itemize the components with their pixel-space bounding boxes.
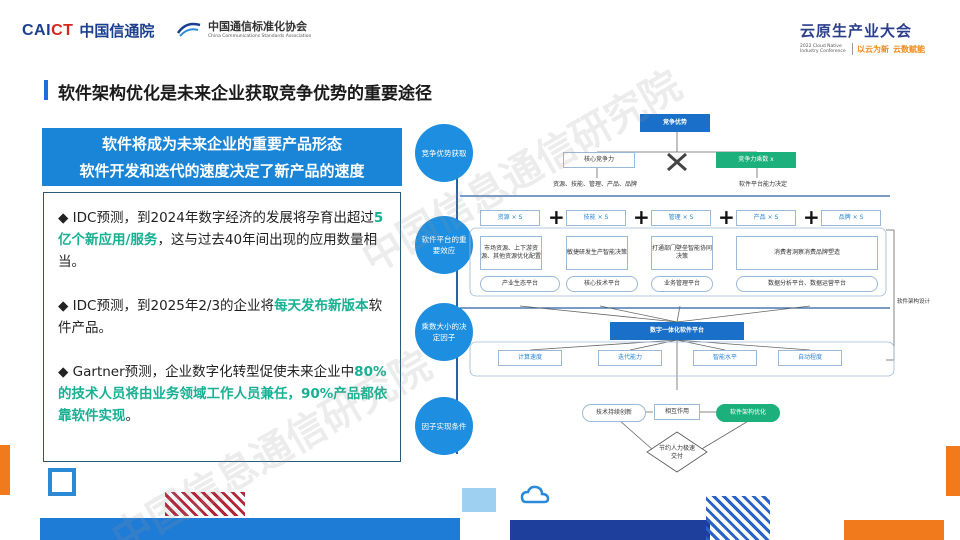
node-platform-capability: 软件平台能力决定 <box>723 178 803 192</box>
plus-sign: + <box>803 205 820 229</box>
detail-management: 打通部门壁垒智能协同决策 <box>651 236 713 270</box>
bullet-3-text: ◆ Gartner预测，企业数字化转型促使未来企业中 <box>58 364 355 380</box>
left-panel-header: 软件将成为未来企业的重要产品形态 软件开发和迭代的速度决定了新产品的速度 <box>42 128 402 186</box>
bullet-3-text-end: 。 <box>125 408 140 424</box>
event-title: 云原生产业大会 <box>800 22 913 40</box>
multiplier-iteration: 迭代能力 <box>598 350 662 366</box>
node-digital-platform: 数字一体化软件平台 <box>610 322 744 340</box>
ccsa-emblem-icon <box>176 22 201 37</box>
blue-square-deco <box>48 468 76 496</box>
page-title: 软件架构优化是未来企业获取竞争优势的重要途径 <box>58 84 432 104</box>
caict-logo: CAICT 中国信通院 <box>22 20 154 41</box>
plus-sign: + <box>633 205 650 229</box>
event-slogan-2: 云数赋能 <box>893 44 925 54</box>
caict-logo-text-a: CAI <box>22 21 52 39</box>
factor-management: 管理 × S <box>651 210 711 226</box>
bullet-2-text: ◆ IDC预测，到2025年2/3的企业将 <box>58 298 275 314</box>
event-slogan-1: 以云为新 <box>857 44 889 54</box>
bullet-1-text-end: ，这与过去40年间出现的应用数量相当。 <box>58 232 378 270</box>
multiplier-compute-speed: 计算速度 <box>498 350 562 366</box>
bullet-1-text: ◆ IDC预测，到2024年数字经济的发展将孕育出超过 <box>58 210 374 226</box>
bullet-1-highlight: 5亿个新应用/服务 <box>58 210 384 248</box>
hatch-deco-red <box>165 492 245 516</box>
orange-band-deco <box>844 520 944 540</box>
label-arch-design: 软件架构设计 <box>897 299 931 305</box>
factor-brand: 品牌 × S <box>821 210 881 226</box>
multiplier-automation: 自动程度 <box>778 350 842 366</box>
platform-data: 数据分析平台、数据运营平台 <box>736 276 878 292</box>
ccsa-logo: 中国通信标准化协会 China Communications Standards… <box>176 18 311 39</box>
title-accent-bar <box>44 80 48 100</box>
factor-resources: 资源 × S <box>480 210 540 226</box>
bullet-2-text-end: 软件产品。 <box>58 298 383 336</box>
navy-band-deco <box>510 520 710 540</box>
multiplier-intelligence: 智能水平 <box>693 350 757 366</box>
platform-business: 业务管理平台 <box>651 276 713 292</box>
event-logo: 云原生产业大会 2022 Cloud Native Industry Confe… <box>800 20 940 55</box>
bullet-2: ◆ IDC预测，到2025年2/3的企业将每天发布新版本软件产品。 <box>58 295 394 339</box>
detail-consumers: 消费者洞察消费品牌塑造 <box>736 236 878 270</box>
bullet-2-highlight: 每天发布新版本 <box>274 298 369 314</box>
condition-architecture: 软件架构优化 <box>716 404 780 422</box>
platform-core-tech: 核心技术平台 <box>566 276 638 292</box>
detail-skills: 敏捷研发生产智能决策 <box>566 236 628 270</box>
event-subtitle: 2022 Cloud Native Industry Conference <box>800 44 846 54</box>
left-panel-heading-2: 软件开发和迭代的速度决定了新产品的速度 <box>79 162 365 180</box>
left-panel-body: ◆ IDC预测，到2024年数字经济的发展将孕育出超过5亿个新应用/服务，这与过… <box>43 192 401 462</box>
orange-bar-left <box>0 445 10 495</box>
orange-bar-right <box>946 446 960 496</box>
timeline-line <box>456 142 458 454</box>
condition-delivery: 节约人力极速交付 <box>658 445 695 460</box>
condition-innovation: 技术持续创新 <box>582 404 646 422</box>
circle-competitive-advantage: 竞争优势获取 <box>415 124 473 182</box>
ccsa-en-name: China Communications Standards Associati… <box>208 34 312 39</box>
left-panel-heading-1: 软件将成为未来企业的重要产品形态 <box>101 135 342 153</box>
divider <box>852 43 853 55</box>
detail-resources: 市场资源、上下游资源、其他资源优化配置 <box>480 236 542 270</box>
light-blue-square-deco <box>462 488 496 512</box>
platform-ecosystem: 产业生态平台 <box>480 276 560 292</box>
cloud-icon <box>520 485 550 504</box>
factor-skills: 技能 × S <box>566 210 626 226</box>
caict-cn-name: 中国信通院 <box>79 22 155 40</box>
factor-products: 产品 × S <box>736 210 796 226</box>
node-competitive-multiplier: 竞争力乘数 x <box>716 152 796 168</box>
node-competitive-advantage: 竞争优势 <box>640 114 710 132</box>
hatch-deco-blue <box>706 496 770 540</box>
ccsa-cn-name: 中国通信标准化协会 <box>208 20 307 33</box>
circle-platform-effect: 软件平台的重要效应 <box>415 216 473 274</box>
node-resource-list: 资源、技能、管理、产品、品牌 <box>545 178 645 192</box>
circle-factor-conditions: 因子实现条件 <box>415 397 473 455</box>
plus-sign: + <box>718 205 735 229</box>
blue-band-deco <box>40 518 460 540</box>
caict-logo-text-b: CT <box>51 21 74 39</box>
condition-interaction: 相互作用 <box>654 404 700 420</box>
node-core-competence: 核心竞争力 <box>563 152 635 168</box>
bullet-1: ◆ IDC预测，到2024年数字经济的发展将孕育出超过5亿个新应用/服务，这与过… <box>58 207 394 273</box>
plus-sign: + <box>548 205 565 229</box>
bullet-3: ◆ Gartner预测，企业数字化转型促使未来企业中80%的技术人员将由业务领域… <box>58 361 394 427</box>
circle-multiplier-factor: 乘数大小的决定因子 <box>415 303 473 361</box>
bullet-3-highlight: 80%的技术人员将由业务领域工作人员兼任，90%产品都依靠软件实现 <box>58 364 388 424</box>
